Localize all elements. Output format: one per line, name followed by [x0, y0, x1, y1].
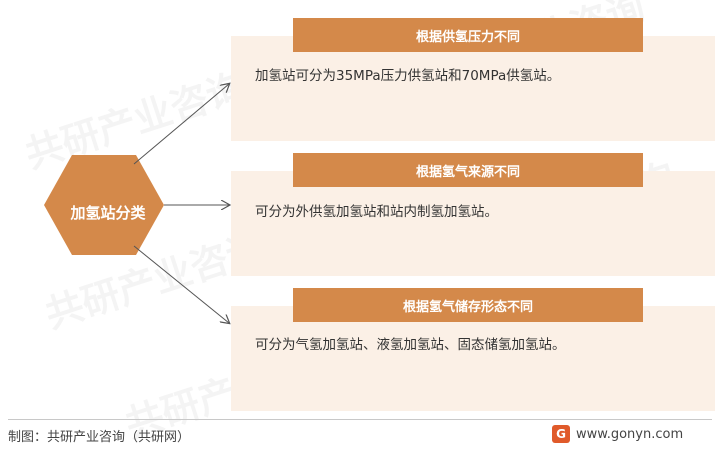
arrow-to-storage [133, 245, 229, 323]
footer-divider [8, 419, 712, 420]
branch-text-source: 可分为外供氢加氢站和站内制氢加氢站。 [255, 204, 498, 220]
brand-block: G www.gonyn.com [552, 423, 683, 445]
arrow-to-pressure [133, 84, 229, 165]
branch-header-storage: 根据氢气储存形态不同 [293, 288, 643, 322]
branch-text-pressure: 加氢站可分为35MPa压力供氢站和70MPa供氢站。 [255, 68, 561, 84]
branch-header-pressure: 根据供氢压力不同 [293, 18, 643, 52]
website-url[interactable]: www.gonyn.com [576, 426, 684, 442]
branch-panel-source [231, 171, 715, 276]
source-caption: 制图：共研产业咨询（共研网） [8, 430, 191, 445]
center-hexagon [44, 155, 164, 255]
branch-panel-storage [231, 306, 715, 411]
brand-logo-icon: G [552, 425, 570, 443]
branch-text-storage: 可分为气氢加氢站、液氢加氢站、固态储氢加氢站。 [255, 337, 566, 353]
branch-panel-pressure [231, 36, 715, 141]
center-node-label: 加氢站分类 [70, 204, 146, 222]
branch-header-source: 根据氢气来源不同 [293, 153, 643, 187]
